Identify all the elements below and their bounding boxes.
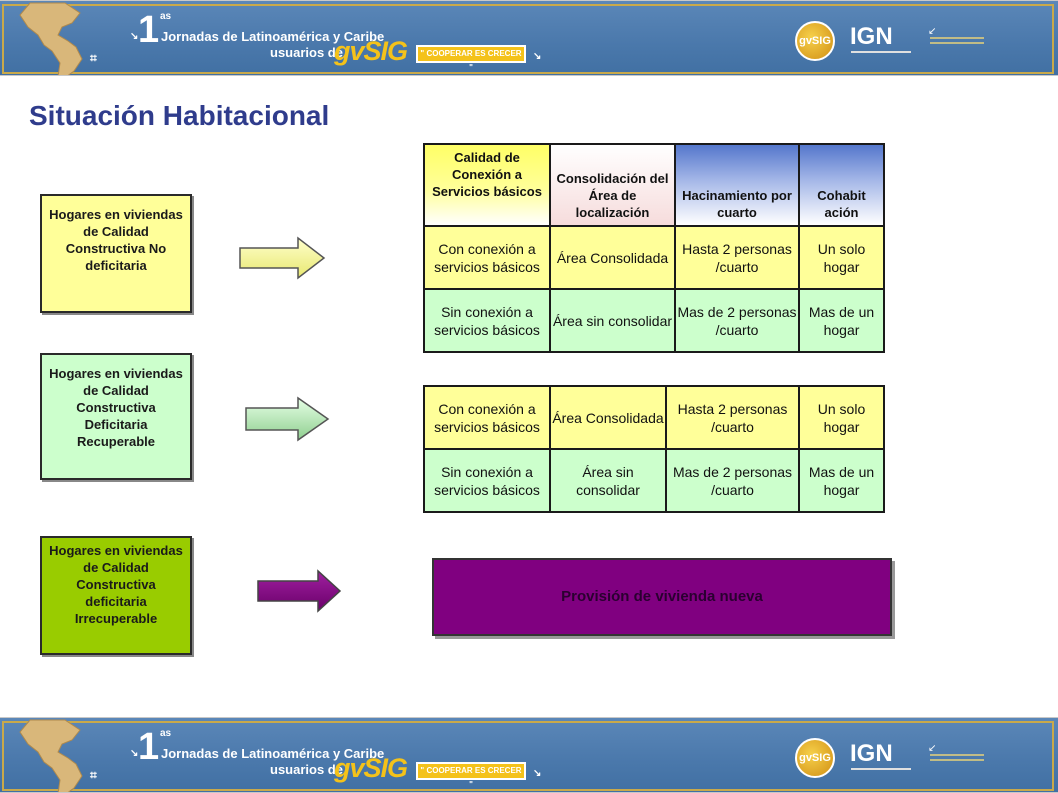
americas-map-icon [19, 2, 83, 75]
banner-line2: usuarios de [270, 762, 343, 777]
americas-map-icon [19, 719, 83, 792]
table-cell: Sin conexión a servicios básicos [423, 448, 551, 513]
arrow-right-icon [239, 236, 326, 280]
banner-brand: gvSIG [334, 36, 408, 66]
table-cell: Área sin consolidar [549, 448, 667, 513]
header-cell: Cohabit ación [798, 143, 885, 227]
table-cell: Sin conexión a servicios básicos [423, 288, 551, 353]
table-cell: Mas de 2 personas /cuarto [665, 448, 800, 513]
ign-logo: IGN [850, 23, 893, 50]
table-cell: Área sin consolidar [549, 288, 676, 353]
svg-text:↙: ↙ [928, 26, 936, 37]
banner-brand: gvSIG [334, 753, 408, 783]
table-cell: Área Consolidada [549, 225, 676, 290]
header-cell: Calidad de Conexión a Servicios básicos [423, 143, 551, 227]
arrow-right-icon [257, 569, 342, 613]
table-cell: Con conexión a servicios básicos [423, 385, 551, 450]
corner-arrow-icon: ↘ [533, 51, 542, 62]
arrow-right-icon [245, 396, 330, 442]
provision-box: Provisión de vivienda nueva [432, 558, 892, 636]
criteria-table-1: Calidad de Conexión a Servicios básicos … [423, 143, 885, 353]
decorative-lines-icon: ↙ [928, 743, 984, 761]
group-box-irrecuperable: Hogares en viviendas de Calidad Construc… [40, 536, 192, 655]
table-cell: Un solo hogar [798, 225, 885, 290]
header-cell: Consolidación del Área de localización [549, 143, 676, 227]
banner-line2: usuarios de [270, 45, 343, 60]
banner-frame [2, 721, 1054, 791]
header-banner: ⌗ ↘ 1 as Jornadas de Latinoamérica y Car… [0, 0, 1058, 76]
banner-number: 1 [138, 726, 160, 768]
banner-line1: Jornadas de Latinoamérica y Caribe [161, 29, 385, 44]
table-cell: Un solo hogar [798, 385, 885, 450]
ign-subline [851, 51, 911, 53]
criteria-table-2: Con conexión a servicios básicos Área Co… [423, 385, 885, 513]
banner-frame [2, 4, 1054, 74]
table-row: Con conexión a servicios básicos Área Co… [423, 385, 885, 450]
corner-arrow-icon: ↘ [130, 748, 139, 759]
banner-number: 1 [138, 9, 160, 51]
table-cell: Mas de un hogar [798, 448, 885, 513]
banner-superscript: as [160, 728, 172, 739]
header-cell: Hacinamiento por cuarto [674, 143, 800, 227]
banner-superscript: as [160, 11, 172, 22]
table-row: Sin conexión a servicios básicos Área si… [423, 288, 885, 353]
ign-logo: IGN [850, 740, 893, 767]
svg-text:↙: ↙ [928, 743, 936, 754]
crosshair-icon: ⌗ [90, 768, 97, 782]
corner-arrow-icon: ↘ [533, 768, 542, 779]
corner-arrow-icon: ↘ [130, 31, 139, 42]
gvsig-logo: gvSIG [795, 21, 835, 61]
gvsig-logo: gvSIG [795, 738, 835, 778]
table-cell: Hasta 2 personas /cuarto [674, 225, 800, 290]
table-cell: Área Consolidada [549, 385, 667, 450]
banner-slogan: " COOPERAR ES CRECER " [416, 762, 526, 789]
table-row: Con conexión a servicios básicos Área Co… [423, 225, 885, 290]
table-cell: Con conexión a servicios básicos [423, 225, 551, 290]
crosshair-icon: ⌗ [90, 51, 97, 65]
table-row: Sin conexión a servicios básicos Área si… [423, 448, 885, 513]
table-cell: Mas de un hogar [798, 288, 885, 353]
banner-slogan: " COOPERAR ES CRECER " [416, 45, 526, 72]
table-header-row: Calidad de Conexión a Servicios básicos … [423, 143, 885, 227]
table-cell: Mas de 2 personas /cuarto [674, 288, 800, 353]
decorative-lines-icon: ↙ [928, 26, 984, 44]
group-box-recuperable: Hogares en viviendas de Calidad Construc… [40, 353, 192, 480]
ign-subline [851, 768, 911, 770]
banner-line1: Jornadas de Latinoamérica y Caribe [161, 746, 385, 761]
group-box-no-deficitaria: Hogares en viviendas de Calidad Construc… [40, 194, 192, 313]
table-cell: Hasta 2 personas /cuarto [665, 385, 800, 450]
footer-banner: ⌗ ↘ 1 as Jornadas de Latinoamérica y Car… [0, 717, 1058, 793]
page-title: Situación Habitacional [29, 100, 330, 131]
